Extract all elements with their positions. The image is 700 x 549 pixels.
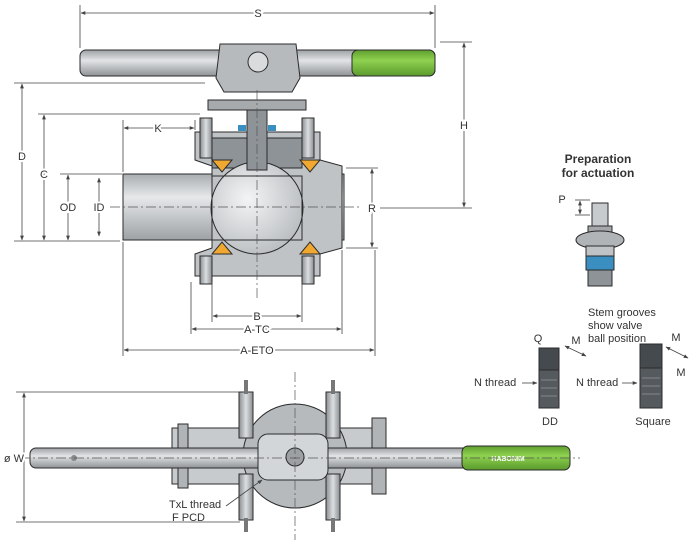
seat-upper-right bbox=[298, 159, 322, 173]
actuation-blue-seal bbox=[585, 255, 615, 271]
label-dd: DD bbox=[542, 416, 558, 428]
handle-nut bbox=[247, 51, 269, 73]
square-stem-head bbox=[639, 343, 663, 369]
label-square: Square bbox=[635, 416, 670, 428]
dd-stem-head bbox=[538, 347, 560, 371]
bolt bbox=[199, 255, 213, 285]
label-m-dd: M bbox=[571, 335, 580, 347]
label-r: R bbox=[368, 203, 376, 215]
seat-lower-right bbox=[298, 241, 322, 255]
label-d: D bbox=[18, 151, 26, 163]
label-p: P bbox=[558, 194, 565, 206]
label-k: K bbox=[154, 123, 162, 135]
bolt bbox=[238, 473, 254, 521]
bottom-bolts bbox=[238, 380, 341, 532]
bolt bbox=[199, 117, 213, 159]
square-stem-thread bbox=[639, 367, 663, 409]
actuation-title-line1: Preparation bbox=[565, 152, 632, 166]
label-q: Q bbox=[534, 333, 543, 345]
label-m-square-top: M bbox=[671, 332, 680, 344]
label-od: OD bbox=[60, 202, 77, 214]
section-view bbox=[79, 43, 436, 300]
label-a-eto: A-ETO bbox=[240, 345, 274, 357]
label-a-tc: A-TC bbox=[244, 324, 270, 336]
label-thread-line2: F PCD bbox=[172, 512, 205, 524]
label-w: ø W bbox=[4, 453, 25, 465]
habonim-logo: HABONIM bbox=[491, 456, 525, 463]
label-n-thread-square: N thread bbox=[576, 377, 618, 389]
stem-seal-left bbox=[238, 125, 246, 131]
stem-note-line2: show valve bbox=[588, 320, 642, 332]
stem-seal-right bbox=[268, 125, 276, 131]
actuation-stem-top bbox=[591, 202, 609, 228]
bottom-view: HABONIM ø W TxL thread F PCD bbox=[2, 372, 580, 540]
stem-detail: Stem grooves show valve ball position Q … bbox=[474, 307, 689, 428]
bolt bbox=[325, 391, 341, 439]
bolt bbox=[325, 473, 341, 521]
bolt bbox=[301, 255, 315, 285]
label-m-square-side: M bbox=[676, 367, 685, 379]
actuation-title-line2: for actuation bbox=[562, 166, 635, 180]
label-b: B bbox=[253, 311, 260, 323]
label-c: C bbox=[40, 169, 48, 181]
bolt bbox=[301, 117, 315, 159]
label-thread-line1: TxL thread bbox=[169, 499, 221, 511]
dd-stem-thread bbox=[538, 369, 560, 409]
seat-lower-left bbox=[210, 241, 234, 255]
handle-grip bbox=[351, 49, 436, 77]
label-id: ID bbox=[94, 202, 105, 214]
stem-note-line3: ball position bbox=[588, 333, 646, 345]
dimensions-top: S H D C OD ID K R B A-TC bbox=[14, 5, 472, 359]
seat-upper-left bbox=[210, 159, 234, 173]
bolt bbox=[238, 391, 254, 439]
label-s: S bbox=[254, 8, 261, 20]
actuation-detail: Preparation for actuation P bbox=[558, 152, 635, 287]
label-n-thread-dd: N thread bbox=[474, 377, 516, 389]
label-h: H bbox=[460, 120, 468, 132]
stem-note-line1: Stem grooves bbox=[588, 307, 656, 319]
